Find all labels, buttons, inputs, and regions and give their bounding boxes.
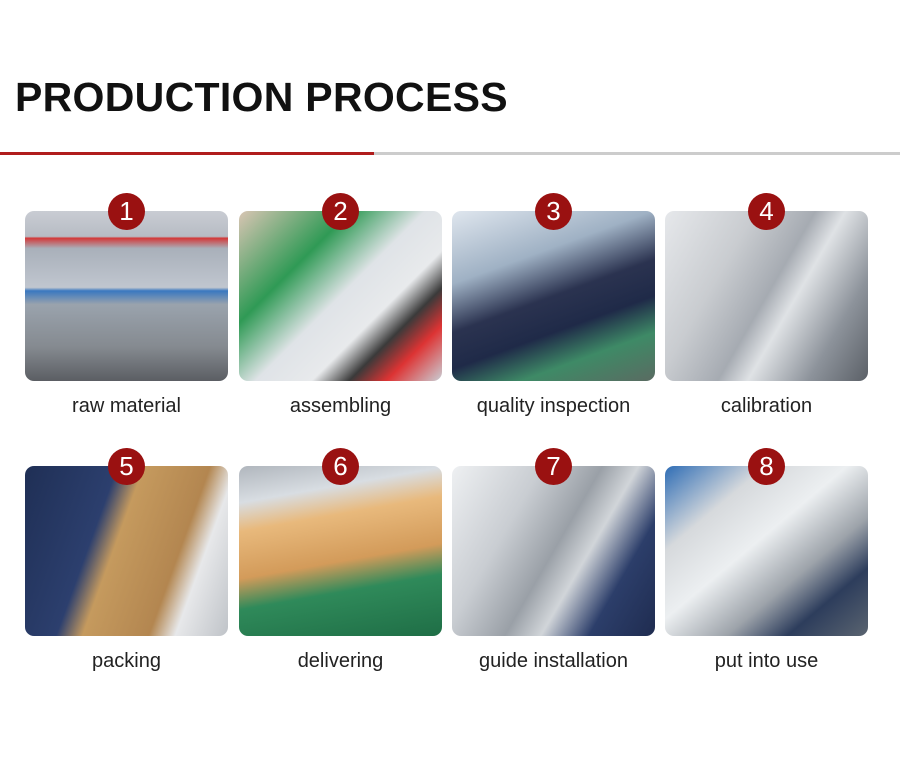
step-label: quality inspection [476,395,631,417]
page-title: PRODUCTION PROCESS [15,74,508,120]
step-number-badge: 1 [108,193,145,230]
packing-photo [25,466,228,636]
title-divider-accent [0,152,374,155]
step-number-badge: 5 [108,448,145,485]
step-label: delivering [297,650,384,672]
guide-installation-photo [452,466,655,636]
put-into-use-photo [665,466,868,636]
step-label: guide installation [479,650,628,672]
step-number-badge: 3 [535,193,572,230]
delivering-photo [239,466,442,636]
assembling-photo [239,211,442,381]
step-number-badge: 6 [322,448,359,485]
step-number-badge: 7 [535,448,572,485]
quality-inspection-photo [452,211,655,381]
step-label: packing [92,650,161,672]
step-number-badge: 4 [748,193,785,230]
step-number-badge: 2 [322,193,359,230]
raw-material-photo [25,211,228,381]
step-label: raw material [72,395,181,417]
calibration-photo [665,211,868,381]
title-divider [374,152,900,155]
step-number-badge: 8 [748,448,785,485]
step-label: put into use [714,650,819,672]
step-label: calibration [720,395,813,417]
step-label: assembling [289,395,392,417]
